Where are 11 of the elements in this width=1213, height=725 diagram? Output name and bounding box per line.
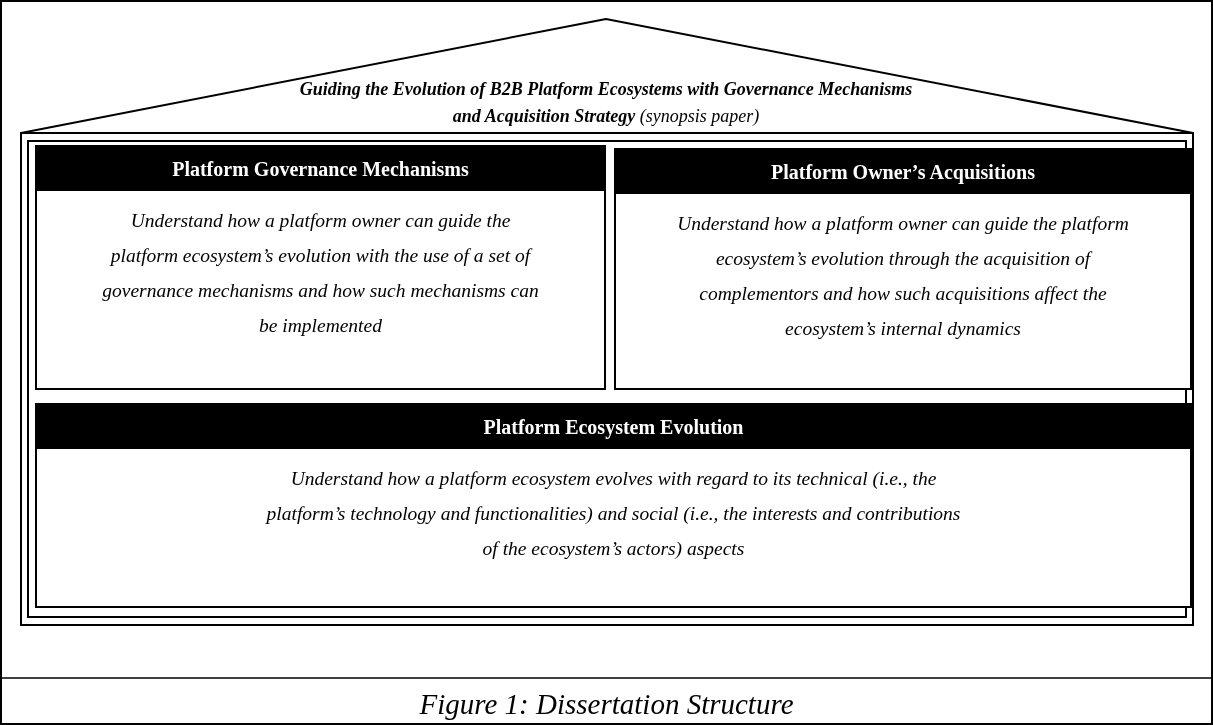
content-box bbox=[35, 403, 1192, 608]
heading-band: Platform Owner’s Acquisitions bbox=[616, 150, 1190, 194]
body-text: Understand how a platform owner can guide the platform ecosystem’s evolution through the acquisition of complementors and how such acquisitions affect the ecosystem’s internal dynamics bbox=[676, 212, 1130, 341]
heading-band: Platform Governance Mechanisms bbox=[37, 147, 604, 191]
content-box bbox=[614, 148, 1192, 390]
title-text: Guiding the Evolution of B2B Platform Ecosystems with Governance Mechanisms and Acquisition Strategy (synopsis paper) bbox=[298, 78, 914, 128]
body-text: Understand how a platform ecosystem evolves with regard to its technical (i.e., the platform’s technology and functionalities) and social (i.e., the interests and contributions of the ecosystem’s actors) aspects bbox=[264, 467, 962, 561]
body-text: Understand how a platform owner can guide the platform ecosystem’s evolution with the use of a set of governance mechanisms and how such mechanisms can be implemented bbox=[101, 209, 540, 338]
figure-caption: Figure 1: Dissertation Structure bbox=[419, 688, 794, 720]
content-box bbox=[35, 145, 606, 390]
heading-band: Platform Ecosystem Evolution bbox=[37, 405, 1190, 449]
